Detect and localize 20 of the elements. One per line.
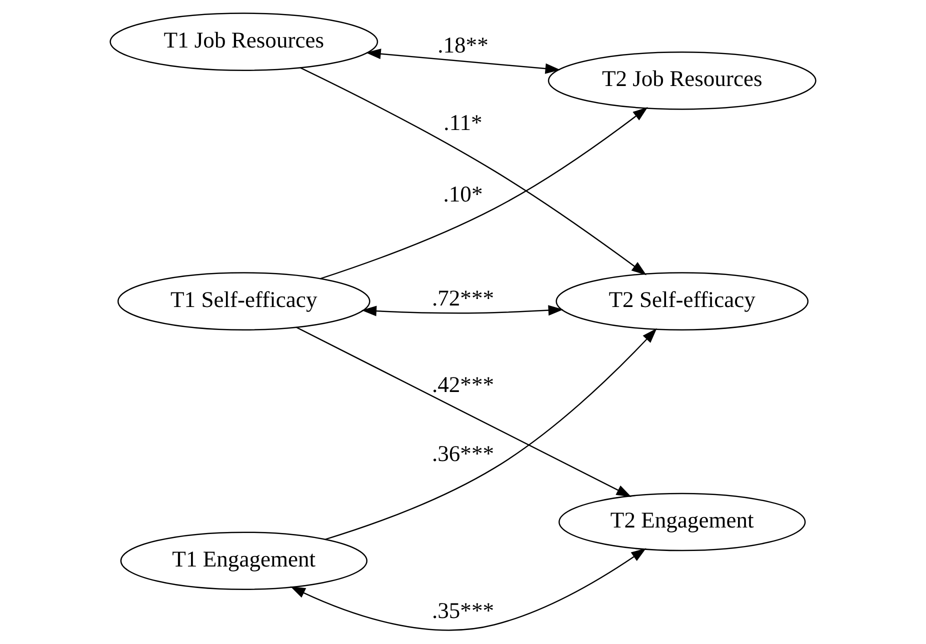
arrow xyxy=(361,305,564,316)
arrow xyxy=(296,326,632,497)
arrow xyxy=(300,67,647,276)
node-ellipse: T1 Engagement xyxy=(120,532,368,590)
node-ellipse: T2 Job Resources xyxy=(548,52,816,110)
arrow xyxy=(320,106,648,280)
edge-label: .10* xyxy=(443,182,483,207)
node-ellipse: T1 Self-efficacy xyxy=(117,272,370,330)
edge-label: .36*** xyxy=(432,441,494,466)
node-ellipse: T2 Self-efficacy xyxy=(556,272,809,330)
edge-label: .72*** xyxy=(432,286,494,311)
node-ellipse: T1 Job Resources xyxy=(110,12,378,71)
edge-label: .42*** xyxy=(432,372,494,398)
edge-label: .18** xyxy=(438,32,488,58)
edge-label: .11* xyxy=(444,110,482,136)
arrow xyxy=(290,548,646,631)
arrow xyxy=(325,328,657,540)
arrow xyxy=(366,48,560,74)
node-ellipse: T2 Engagement xyxy=(558,492,806,552)
edge-label: .35*** xyxy=(432,598,494,623)
